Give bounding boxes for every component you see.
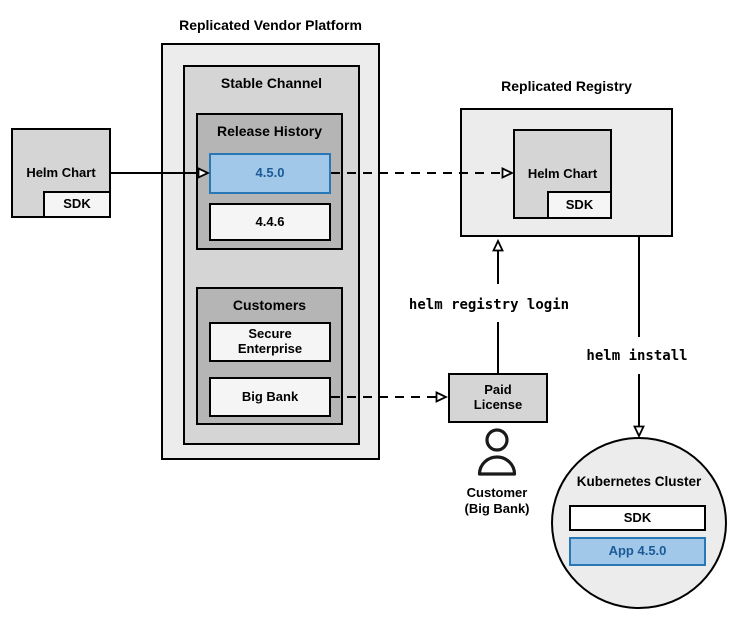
customers-title: Customers [232,297,307,313]
paid-license-box: Paid License [448,373,548,423]
registry-helm-chart-label: Helm Chart [527,165,598,181]
stable-channel-title: Stable Channel [220,75,323,91]
vendor-helm-chart-label: Helm Chart [26,164,96,180]
customer-secure-enterprise: Secure Enterprise [209,322,331,362]
helm-registry-login-command: helm registry login [408,297,570,313]
customer-big-bank: Big Bank [209,377,331,417]
customer-caption: Customer (Big Bank) [427,485,567,518]
registry-title: Replicated Registry [501,78,632,94]
release-version-450-label: 4.5.0 [255,165,285,181]
cluster-sdk-box: SDK [569,505,706,531]
platform-title: Replicated Vendor Platform [179,17,362,33]
customer-secure-enterprise-label: Secure Enterprise [237,326,303,356]
release-version-450: 4.5.0 [209,153,331,194]
release-version-446: 4.4.6 [209,203,331,241]
person-icon [477,428,517,476]
customer-caption-line1: Customer [466,485,528,500]
kubernetes-cluster-title: Kubernetes Cluster [576,474,702,489]
cluster-app-label: App 4.5.0 [608,543,667,559]
vendor-sdk-label: SDK [63,196,91,212]
paid-license-label: Paid License [473,382,523,412]
customer-big-bank-label: Big Bank [241,388,299,404]
registry-sdk-label: SDK [565,196,594,212]
release-history-title: Release History [216,123,323,139]
release-version-446-label: 4.4.6 [255,213,285,229]
cluster-app-box: App 4.5.0 [569,537,706,566]
customer-caption-line2: (Big Bank) [464,501,530,517]
cluster-sdk-label: SDK [623,509,652,525]
vendor-sdk-box: SDK [43,191,111,218]
registry-sdk-box: SDK [547,191,612,219]
helm-install-command: helm install [586,348,688,364]
